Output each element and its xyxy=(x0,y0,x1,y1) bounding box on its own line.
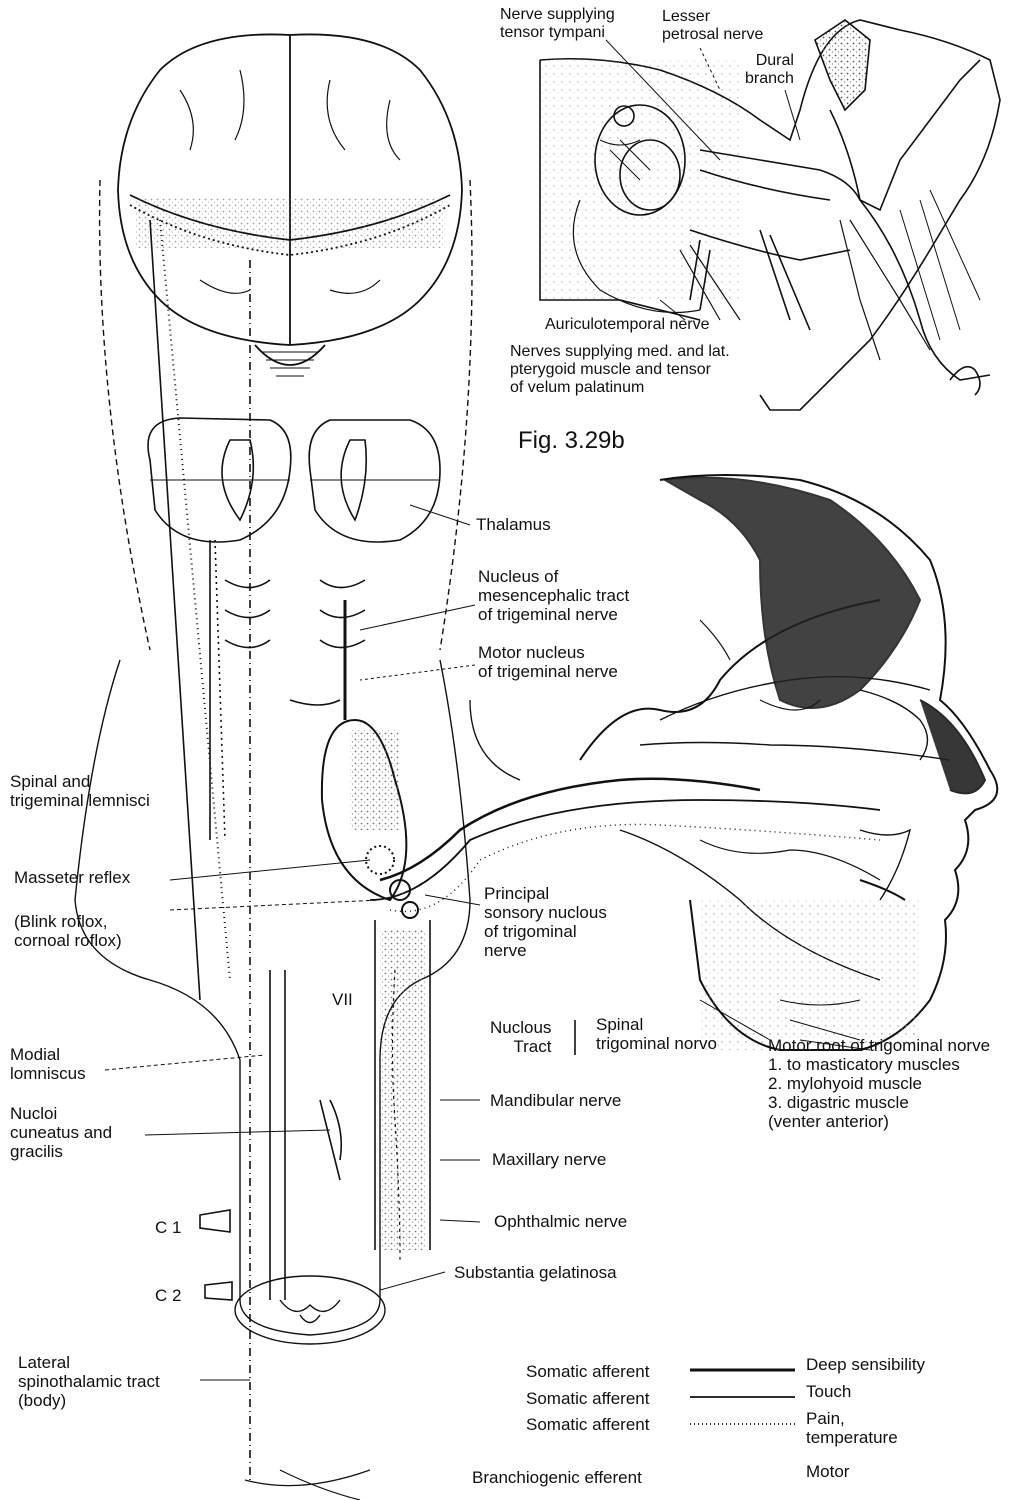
label-medial-lemniscus: Modial lomniscus xyxy=(10,1045,86,1083)
label-substantia-gelatinosa: Substantia gelatinosa xyxy=(454,1263,617,1282)
label-nerve-tensor-tympani: Nerve supplying tensor tympani xyxy=(500,6,615,42)
legend-line-samples xyxy=(690,1370,795,1424)
label-c1: C 1 xyxy=(155,1218,181,1237)
legend-right-4: Motor xyxy=(806,1462,849,1481)
label-mandibular-nerve: Mandibular nerve xyxy=(490,1091,621,1110)
cervical-roots xyxy=(200,1210,232,1300)
legend-left-1: Somatic afferent xyxy=(526,1362,649,1381)
label-ophthalmic-nerve: Ophthalmic nerve xyxy=(494,1212,627,1231)
legend-right-3: Pain, temperature xyxy=(806,1409,898,1447)
label-maxillary-nerve: Maxillary nerve xyxy=(492,1150,606,1169)
legend-right-2: Touch xyxy=(806,1382,851,1401)
label-spinal-trigeminal-nerve: Spinal trigominal norvo xyxy=(596,1015,717,1053)
label-motor-root: Motor root of trigominal norve 1. to mas… xyxy=(768,1036,990,1131)
legend-left-2: Somatic afferent xyxy=(526,1389,649,1408)
label-blink-reflex: (Blink roflox, cornoal roflox) xyxy=(14,912,122,950)
label-vii: VII xyxy=(332,990,353,1009)
label-lesser-petrosal-nerve: Lesser petrosal nerve xyxy=(662,8,763,44)
legend-right-1: Deep sensibility xyxy=(806,1355,925,1374)
legend-left-4: Branchiogenic efferent xyxy=(472,1468,642,1487)
legend-left-3: Somatic afferent xyxy=(526,1415,649,1434)
label-auriculotemporal-nerve: Auriculotemporal nerve xyxy=(545,316,710,334)
label-nuclei-cuneatus-gracilis: Nucloi cuneatus and gracilis xyxy=(10,1104,112,1161)
label-leader-lines xyxy=(105,505,770,1380)
label-principal-sensory-nucleus: Principal sonsory nuclous of trigominal … xyxy=(484,884,607,960)
face-profile xyxy=(660,475,997,1050)
label-motor-nucleus: Motor nucleus of trigeminal nerve xyxy=(478,643,618,681)
label-c2: C 2 xyxy=(155,1286,181,1305)
label-thalamus: Thalamus xyxy=(476,515,551,534)
fiber-tracts xyxy=(150,220,370,1500)
label-masseter-reflex: Masseter reflex xyxy=(14,868,130,887)
label-mesencephalic-nucleus: Nucleus of mesencephalic tract of trigem… xyxy=(478,567,629,624)
label-nucleus-tract: Nuclous Tract xyxy=(490,1018,551,1056)
label-pterygoid-nerves: Nerves supplying med. and lat. pterygoid… xyxy=(510,343,730,397)
figure-caption: Fig. 3.29b xyxy=(518,428,625,454)
label-lateral-spinothalamic-tract: Lateral spinothalamic tract (body) xyxy=(18,1353,160,1410)
label-dural-branch: Dural branch xyxy=(745,52,794,88)
thalamus-shapes xyxy=(148,418,440,648)
label-spinal-trigeminal-lemnisci: Spinal and trigeminal lemnisci xyxy=(10,772,150,810)
